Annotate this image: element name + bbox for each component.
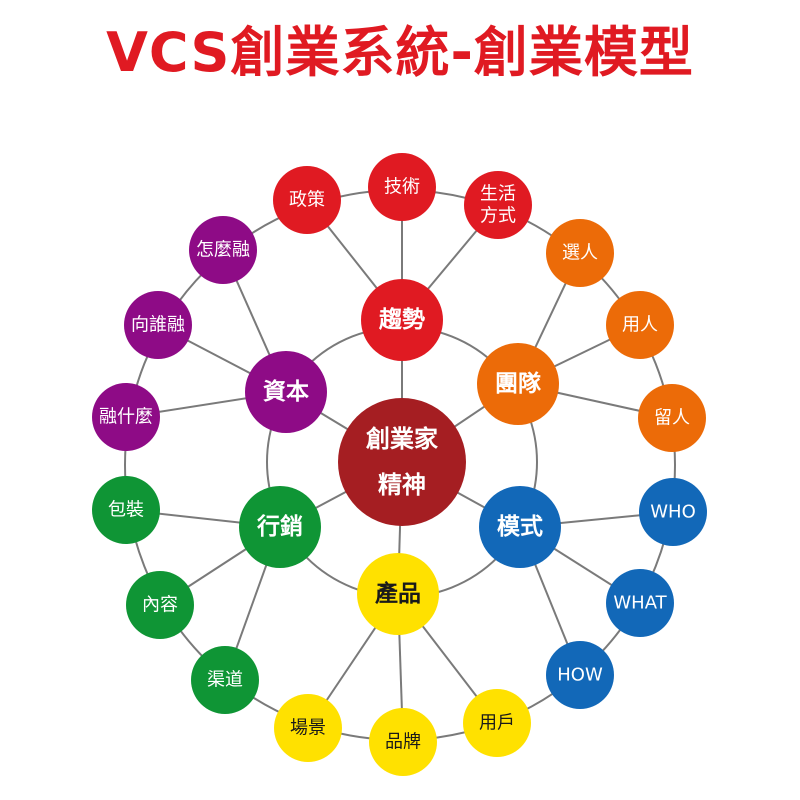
node-fundwhat: 融什麼 <box>92 383 160 451</box>
hub-circle-trend <box>361 279 443 361</box>
hub-label-capital: 資本 <box>263 378 309 405</box>
node-user: 用戶 <box>463 689 531 757</box>
node-brand: 品牌 <box>369 708 437 776</box>
node-circle-policy <box>273 166 341 234</box>
node-circle-select <box>546 219 614 287</box>
node-circle-content <box>126 571 194 639</box>
node-label-fundhow: 怎麼融 <box>196 240 250 261</box>
node-circle-scene <box>274 694 342 762</box>
node-what: WHAT <box>606 569 674 637</box>
node-label-package: 包裝 <box>108 500 144 521</box>
node-label-use: 用人 <box>622 315 658 336</box>
node-label-tech: 技術 <box>384 177 420 198</box>
node-label-content: 內容 <box>142 595 178 616</box>
node-content: 內容 <box>126 571 194 639</box>
node-policy: 政策 <box>273 166 341 234</box>
node-circle-channel <box>191 646 259 714</box>
node-label-lifestyle: 生活 <box>480 184 516 205</box>
hub-label-trend: 趨勢 <box>378 306 425 333</box>
hub-product: 產品 <box>357 553 439 635</box>
node-circle-keep <box>638 384 706 452</box>
node-label-user: 用戶 <box>479 713 515 734</box>
hub-circle-team <box>477 343 559 425</box>
node-who: WHO <box>639 478 707 546</box>
hub-capital: 資本 <box>245 351 327 433</box>
node-scene: 場景 <box>274 694 342 762</box>
hub-label-product: 產品 <box>375 580 421 607</box>
node-label-lifestyle: 方式 <box>480 206 516 227</box>
node-tech: 技術 <box>368 153 436 221</box>
node-circle-who <box>639 478 707 546</box>
node-label-channel: 渠道 <box>207 670 243 691</box>
node-label-what: WHAT <box>613 593 667 614</box>
node-package: 包裝 <box>92 476 160 544</box>
hub-label-team: 團隊 <box>495 370 542 397</box>
node-circle-user <box>463 689 531 757</box>
node-use: 用人 <box>606 291 674 359</box>
hub-circle-market <box>239 486 321 568</box>
hub-model: 模式 <box>479 486 561 568</box>
node-circle-what <box>606 569 674 637</box>
node-label-fundwho: 向誰融 <box>131 315 185 336</box>
hub-circle-capital <box>245 351 327 433</box>
node-keep: 留人 <box>638 384 706 452</box>
node-select: 選人 <box>546 219 614 287</box>
hub-circle-product <box>357 553 439 635</box>
node-label-fundwhat: 融什麼 <box>99 407 153 428</box>
node-label-center: 精神 <box>378 471 426 499</box>
hub-market: 行銷 <box>239 486 321 568</box>
hub-trend: 趨勢 <box>361 279 443 361</box>
node-label-policy: 政策 <box>289 190 325 211</box>
node-label-select: 選人 <box>562 243 598 264</box>
node-circle-how <box>546 641 614 709</box>
node-label-how: HOW <box>557 665 603 686</box>
node-circle-lifestyle <box>464 171 532 239</box>
node-fundwho: 向誰融 <box>124 291 192 359</box>
node-circle-package <box>92 476 160 544</box>
page-title: VCS創業系統-創業模型 <box>106 21 694 84</box>
node-how: HOW <box>546 641 614 709</box>
node-fundhow: 怎麼融 <box>189 216 257 284</box>
node-label-brand: 品牌 <box>385 732 421 753</box>
node-label-keep: 留人 <box>654 408 690 429</box>
hub-team: 團隊 <box>477 343 559 425</box>
node-circle-brand <box>369 708 437 776</box>
node-circle-center <box>338 398 466 526</box>
node-circle-fundhow <box>189 216 257 284</box>
node-circle-use <box>606 291 674 359</box>
node-circle-tech <box>368 153 436 221</box>
node-label-who: WHO <box>650 502 696 523</box>
hub-circle-model <box>479 486 561 568</box>
node-channel: 渠道 <box>191 646 259 714</box>
hub-label-market: 行銷 <box>256 513 303 540</box>
node-circle-fundwho <box>124 291 192 359</box>
node-circle-fundwhat <box>92 383 160 451</box>
node-label-center: 創業家 <box>366 425 438 453</box>
node-label-scene: 場景 <box>290 718 326 739</box>
hub-label-model: 模式 <box>497 514 543 540</box>
